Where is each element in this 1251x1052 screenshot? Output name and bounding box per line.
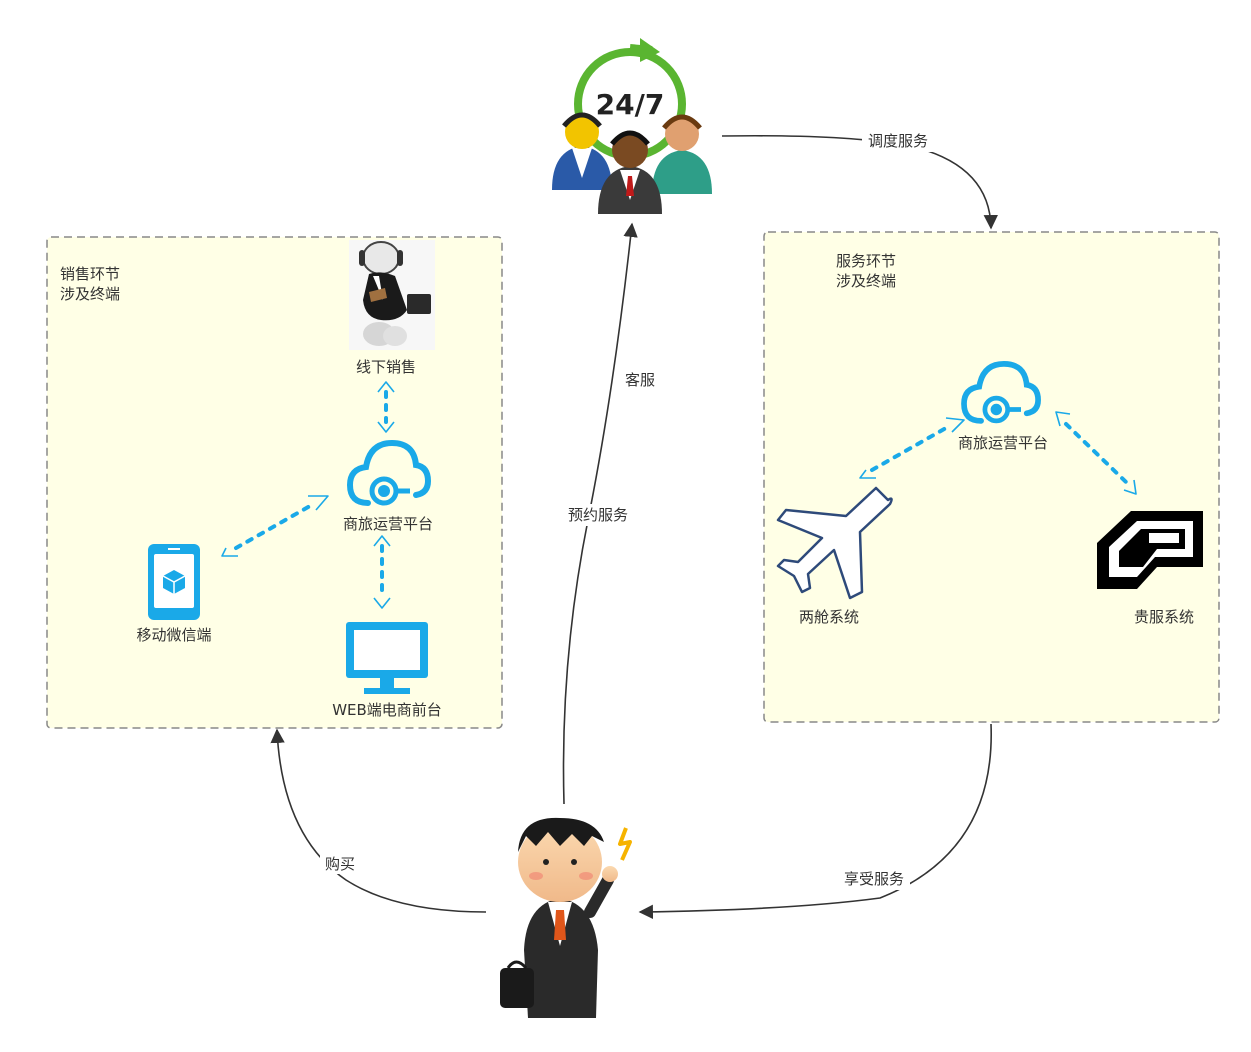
vip-label: 贵服系统 xyxy=(1134,608,1194,626)
web-frontend-label: WEB端电商前台 xyxy=(332,701,442,719)
businessman-icon xyxy=(500,817,632,1018)
arrow-enjoy xyxy=(638,723,992,920)
service-box xyxy=(763,231,1220,723)
sales-box-title-2: 涉及终端 xyxy=(60,285,120,303)
badge-247: 24/7 xyxy=(596,88,665,121)
connector-platform-vip xyxy=(1055,411,1137,495)
flow-purchase-label: 购买 xyxy=(325,855,355,873)
connector-platform-web xyxy=(373,535,391,609)
flow-dispatch-label: 调度服务 xyxy=(868,132,928,150)
mobile-wechat-label: 移动微信端 xyxy=(136,626,211,644)
cloud-platform-icon xyxy=(346,439,432,506)
service-box-title-2: 涉及终端 xyxy=(836,272,896,290)
sales-box-title-1: 销售环节 xyxy=(60,265,120,283)
connector-offline-platform xyxy=(377,381,395,433)
robot-salesman-icon xyxy=(349,240,435,350)
call-center-agents-icon: 24/7 xyxy=(552,38,712,214)
two-cabin-label: 两舱系统 xyxy=(799,608,859,626)
connector-mobile-platform xyxy=(221,495,329,557)
cloud-platform-icon xyxy=(961,361,1041,424)
flow-customer-service-label: 客服 xyxy=(625,371,655,389)
airplane-icon xyxy=(776,486,893,600)
flow-enjoy-label: 享受服务 xyxy=(844,870,904,888)
monitor-icon xyxy=(346,622,428,694)
service-platform-label: 商旅运营平台 xyxy=(958,434,1048,452)
sales-platform-label: 商旅运营平台 xyxy=(343,515,433,533)
arrow-purchase xyxy=(270,728,487,913)
flow-booking-label: 预约服务 xyxy=(568,506,628,524)
mobile-phone-icon xyxy=(148,544,200,620)
service-box-title-1: 服务环节 xyxy=(836,252,896,270)
arrow-dispatch xyxy=(721,134,998,230)
connector-airplane-platform xyxy=(859,417,965,479)
offline-sales-label: 线下销售 xyxy=(356,358,416,376)
vip-card-icon xyxy=(1097,511,1203,589)
